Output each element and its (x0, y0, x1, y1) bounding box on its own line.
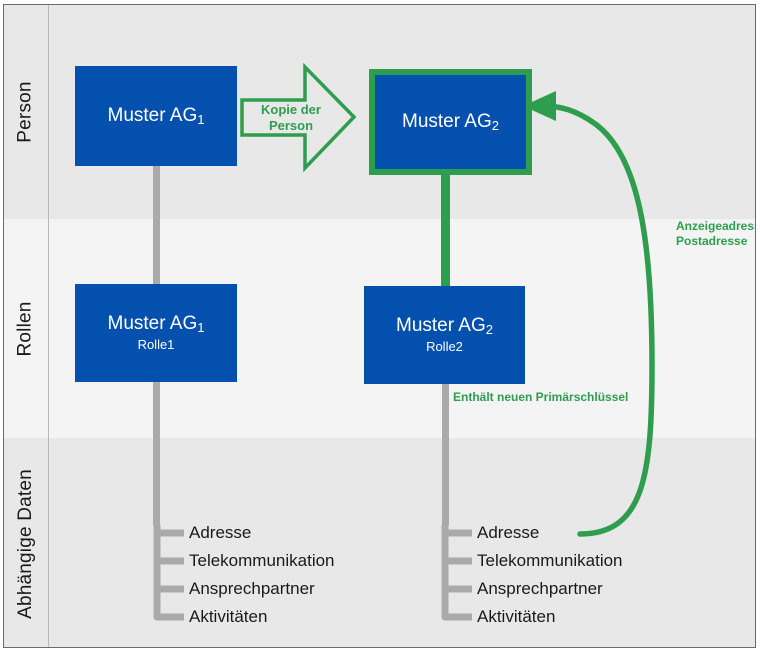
entity-box-rolle-1-title: Muster AG1 (108, 313, 205, 335)
entity-box-rolle-2-subtitle: Rolle2 (426, 338, 463, 354)
annotation-anzeigeadresse-line1: Anzeigeadresse (676, 219, 755, 233)
dep-data-right-item-1: Telekommunikation (477, 551, 623, 570)
annotation-anzeigeadresse-line2: Postadresse (676, 234, 748, 248)
band-label-rollen-text: Rollen (15, 300, 37, 357)
band-label-abhaengige-daten: Abhängige Daten (4, 438, 48, 647)
connector-rolle2-to-data-right (442, 382, 449, 525)
block-arrow-label-line1: Kopie der (261, 102, 321, 117)
annotation-anzeigeadresse: Anzeigeadresse Postadresse (676, 219, 755, 249)
band-label-person: Person (4, 5, 48, 219)
entity-title-text: Muster AG (402, 111, 492, 133)
entity-box-person-2[interactable]: Muster AG2 (369, 69, 532, 175)
annotation-primaerschluessel: Enthält neuen Primärschlüssel (453, 390, 629, 404)
entity-title-index: 1 (197, 320, 205, 336)
band-label-abhaengige-daten-text: Abhängige Daten (15, 468, 36, 619)
entity-box-person-2-title: Muster AG2 (402, 111, 499, 133)
entity-title-index: 2 (485, 322, 493, 338)
entity-box-rolle-1[interactable]: Muster AG1 Rolle1 (75, 284, 237, 382)
band-abhaengige-daten (4, 438, 755, 647)
entity-box-person-1-title: Muster AG1 (108, 105, 205, 127)
dep-data-left-item-1: Telekommunikation (189, 551, 335, 570)
dep-data-right-item-3: Aktivitäten (477, 607, 556, 626)
entity-box-person-1[interactable]: Muster AG1 (75, 66, 237, 166)
label-gutter-divider (48, 5, 49, 647)
entity-title-text: Muster AG (107, 313, 198, 335)
entity-title-text: Muster AG (396, 315, 486, 337)
entity-box-rolle-1-subtitle: Rolle1 (137, 336, 175, 352)
dep-data-left-item-3: Aktivitäten (189, 607, 268, 626)
dep-data-left-item-0: Adresse (189, 523, 252, 542)
entity-box-rolle-2-title: Muster AG2 (396, 315, 493, 337)
connector-rolle1-to-data-left (153, 380, 160, 525)
dep-data-right-item-2: Ansprechpartner (477, 579, 603, 598)
connector-person2-to-rolle2 (441, 163, 450, 288)
connector-person1-to-rolle1 (153, 166, 160, 286)
entity-box-rolle-2[interactable]: Muster AG2 Rolle2 (364, 286, 525, 384)
dep-data-right-item-0: Adresse (477, 523, 540, 542)
band-label-rollen: Rollen (4, 219, 48, 438)
entity-title-index: 1 (197, 112, 205, 128)
block-arrow-label-line2: Person (268, 118, 314, 134)
dep-data-left-item-2: Ansprechpartner (189, 579, 315, 598)
band-label-person-text: Person (15, 81, 36, 143)
block-arrow-label: Kopie der Person (249, 102, 333, 135)
entity-title-text: Muster AG (107, 105, 198, 127)
diagram-frame: Person Rollen Abhängige Daten K (3, 4, 756, 648)
entity-title-index: 2 (491, 118, 499, 134)
